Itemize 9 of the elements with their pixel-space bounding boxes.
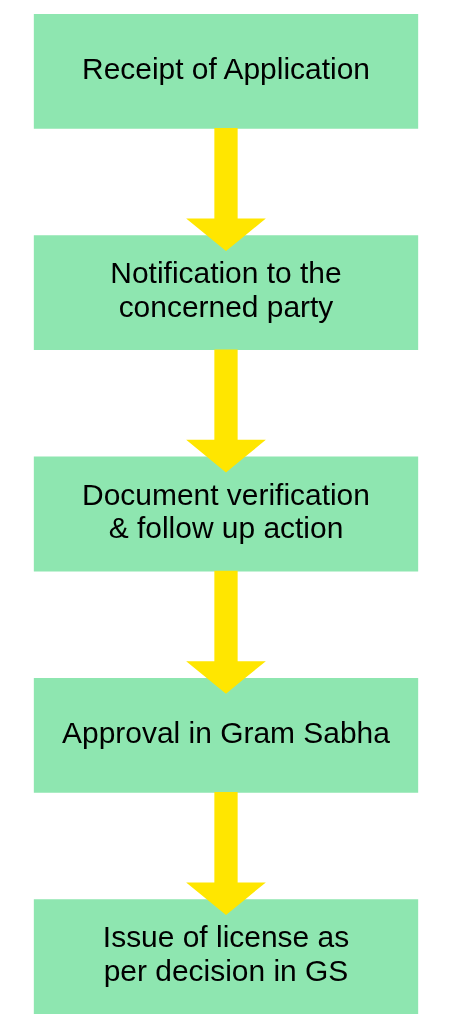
node-box: Receipt of Application (33, 14, 418, 129)
node-box: Issue of license as per decision in GS (33, 899, 418, 1014)
arrow (185, 128, 266, 252)
arrow (185, 349, 266, 473)
node-box: Approval in Gram Sabha (33, 677, 418, 793)
arrow (185, 570, 266, 694)
node-box: Document verification & follow up action (33, 456, 418, 572)
arrow (185, 791, 266, 915)
node-box: Notification to the concerned party (33, 235, 418, 351)
